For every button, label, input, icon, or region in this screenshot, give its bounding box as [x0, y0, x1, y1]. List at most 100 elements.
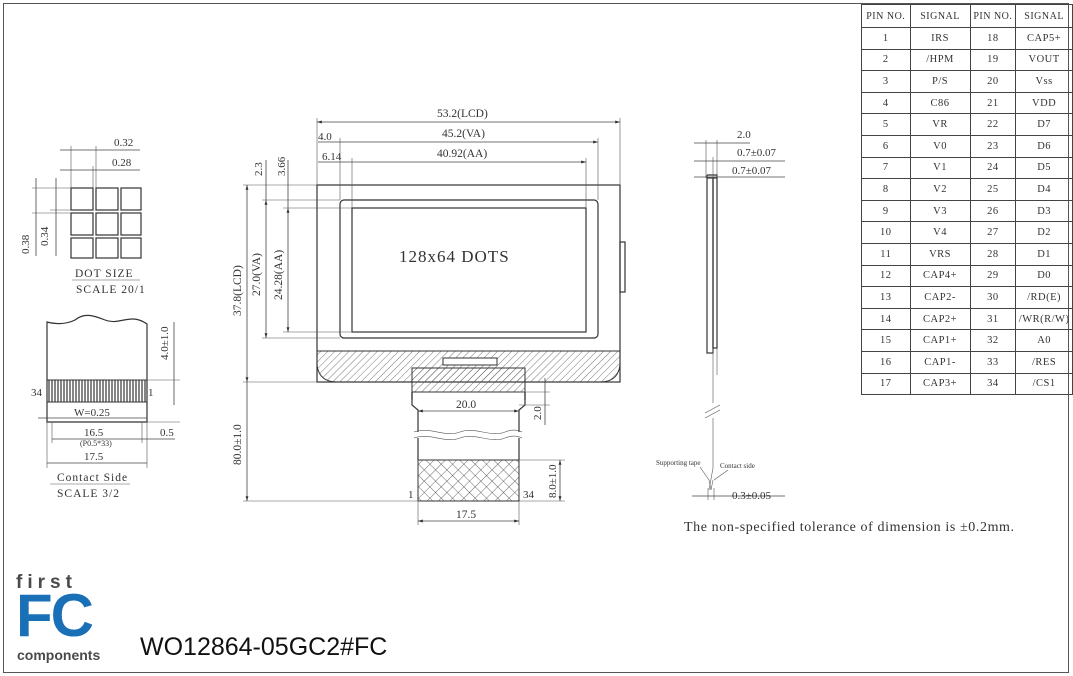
lcd-front-view: 128x64 DOTS 53.2(LCD) 45.2(VA) 4.0 40.92…	[232, 108, 626, 525]
signal-cell: D4	[1015, 178, 1073, 201]
dot-size-detail: 0.32 0.28 0.38 0.34 DOT SIZE SCALE 20/1	[20, 137, 146, 296]
logo-components-text: components	[17, 647, 101, 663]
tolerance-note: The non-specified tolerance of dimension…	[684, 520, 1015, 535]
pin-number-cell: 6	[861, 134, 911, 158]
signal-cell: CAP1+	[909, 329, 971, 352]
contact-edge-dim: 0.5	[160, 427, 174, 439]
pin-number-cell: 15	[861, 329, 911, 352]
logo-first-text: first	[16, 572, 77, 593]
signal-cell: D0	[1015, 264, 1073, 288]
signal-cell: C86	[909, 91, 971, 115]
pin-number-cell: 32	[969, 329, 1017, 352]
signal-cell: Vss	[1015, 70, 1073, 93]
fpc-thickness-dim: 0.3±0.05	[732, 490, 772, 502]
lcd-width-dim: 53.2(LCD)	[437, 108, 488, 120]
signal-cell: V1	[909, 156, 971, 180]
dot-pitch-height: 0.38	[20, 234, 32, 254]
pin-number-cell: 4	[861, 91, 911, 115]
lcd-ledge	[316, 350, 621, 383]
va-height-dim: 27.0(VA)	[251, 253, 263, 296]
viewing-area	[339, 199, 599, 339]
contact-total-dim: 17.5	[84, 451, 104, 463]
signal-cell: IRS	[909, 27, 971, 50]
lcd-height-dim: 37.8(LCD)	[232, 265, 244, 316]
pin-number-cell: 12	[861, 264, 911, 288]
signal-cell: /WR(R/W)	[1015, 307, 1073, 331]
supporting-tape-label: Supporting tape	[656, 459, 701, 467]
signal-cell: /RES	[1015, 350, 1073, 374]
fpc-contact-area	[417, 459, 520, 502]
signal-cell: V4	[909, 221, 971, 244]
header-signal: SIGNAL	[1015, 4, 1073, 28]
active-area	[351, 207, 587, 333]
pin-number-cell: 3	[861, 70, 911, 93]
top-offset-1: 2.3	[253, 162, 265, 176]
pin-number-cell: 2	[861, 48, 911, 72]
signal-cell: CAP2-	[909, 286, 971, 309]
signal-cell: CAP3+	[909, 372, 971, 396]
pin-number-cell: 7	[861, 156, 911, 180]
dot-size-title: DOT SIZE	[75, 268, 134, 280]
company-logo: first FC components	[16, 572, 116, 668]
signal-cell: CAP1-	[909, 350, 971, 374]
contact-side-title: Contact Side	[57, 472, 128, 484]
pin-number-cell: 24	[969, 156, 1017, 180]
lcd-side-view: 2.0 0.7±0.07 0.7±0.07 Supporting tape Co…	[656, 129, 785, 502]
pin-number-cell: 20	[969, 70, 1017, 93]
contact-pitch-dim: 16.5	[84, 427, 104, 439]
contact-pin-right: 1	[148, 387, 154, 399]
contact-side-detail: 4.0±1.0 34 1 W=0.25 16.5 (P0.5*33) 0.5 1…	[31, 314, 180, 500]
contact-pitch-note: (P0.5*33)	[80, 439, 112, 448]
signal-cell: VOUT	[1015, 48, 1073, 72]
fpc-pin-last: 34	[523, 489, 535, 501]
contact-pin-left: 34	[31, 387, 43, 399]
logo-fc-text: FC	[16, 582, 94, 649]
dot-grid	[70, 187, 142, 259]
signal-cell: VDD	[1015, 91, 1073, 115]
pin-number-cell: 16	[861, 350, 911, 374]
top-offset-2: 3.66	[276, 156, 288, 176]
header-signal: SIGNAL	[909, 4, 971, 28]
contact-length-dim: 8.0±1.0	[547, 464, 559, 498]
signal-cell: V2	[909, 178, 971, 201]
aa-offset-dim: 6.14	[322, 151, 342, 163]
side-glass1-dim: 0.7±0.07	[737, 147, 777, 159]
pin-number-cell: 8	[861, 178, 911, 201]
pin-number-cell: 22	[969, 113, 1017, 136]
dot-height: 0.34	[39, 226, 51, 246]
aa-width-dim: 40.92(AA)	[437, 148, 487, 160]
pin-number-cell: 23	[969, 134, 1017, 158]
display-label: 128x64 DOTS	[399, 247, 510, 266]
pin-number-cell: 10	[861, 221, 911, 244]
pin-number-cell: 30	[969, 286, 1017, 309]
side-thickness-dim: 2.0	[737, 129, 751, 141]
signal-cell: D2	[1015, 221, 1073, 244]
header-pin-no: PIN NO.	[969, 4, 1017, 28]
pin-number-cell: 29	[969, 264, 1017, 288]
pin-number-cell: 1	[861, 27, 911, 50]
fpc-length-dim: 80.0±1.0	[232, 424, 244, 465]
signal-cell: P/S	[909, 70, 971, 93]
dot-pitch-width: 0.32	[114, 137, 133, 149]
pin-number-cell: 11	[861, 242, 911, 266]
signal-cell: D1	[1015, 242, 1073, 266]
dot-width: 0.28	[112, 157, 132, 169]
side-glass2-dim: 0.7±0.07	[732, 165, 772, 177]
signal-cell: D3	[1015, 199, 1073, 223]
signal-cell: A0	[1015, 329, 1073, 352]
contact-pins	[46, 379, 148, 403]
dot-size-scale: SCALE 20/1	[76, 284, 146, 296]
